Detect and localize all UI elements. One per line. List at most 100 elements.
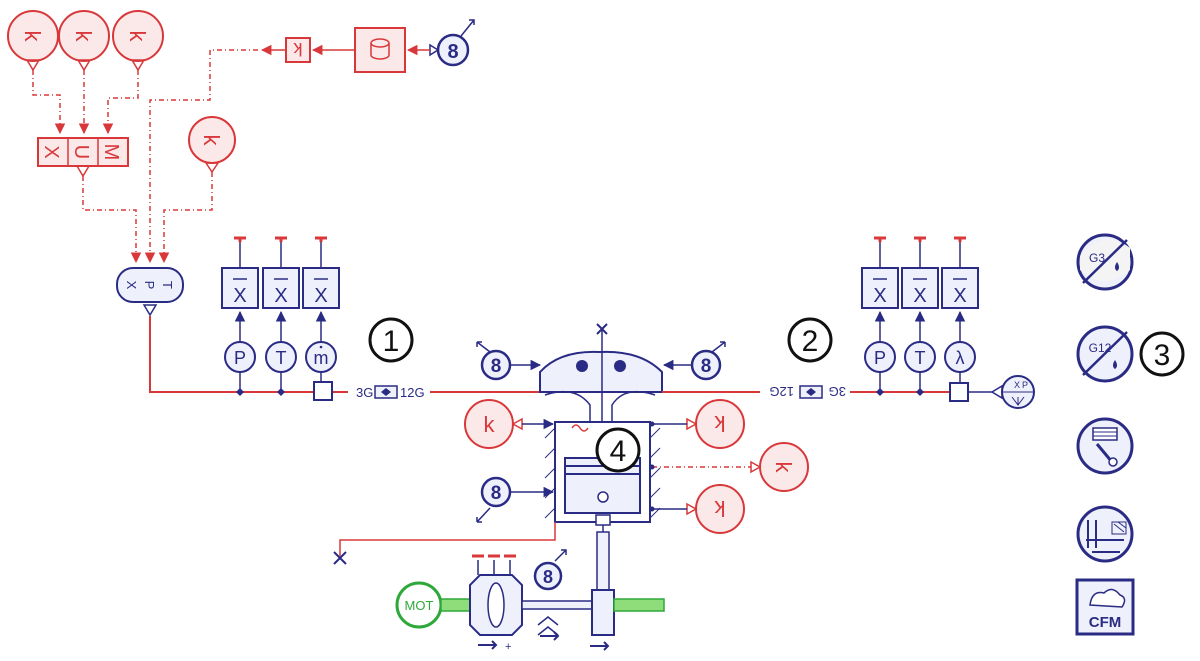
svg-text:8: 8 bbox=[491, 356, 502, 377]
svg-text:U: U bbox=[70, 145, 92, 159]
signal-8-crank[interactable]: 8 bbox=[533, 549, 567, 591]
svg-text:X: X bbox=[953, 285, 966, 307]
svg-text:P: P bbox=[1022, 380, 1028, 390]
svg-text:X: X bbox=[1014, 380, 1020, 390]
svg-text:X: X bbox=[40, 145, 62, 158]
svg-text:T: T bbox=[915, 348, 926, 368]
svg-text:P: P bbox=[234, 348, 246, 368]
exhaust-junction[interactable] bbox=[949, 382, 969, 402]
signal-8-top[interactable]: 8 bbox=[429, 19, 475, 67]
blowby-line bbox=[339, 522, 556, 556]
k-sensor-cyl-right-1[interactable]: k bbox=[649, 399, 745, 449]
k-sensor-cyl-right-3[interactable]: k bbox=[649, 484, 745, 534]
k-to-mux-lines bbox=[32, 70, 139, 135]
flywheel-clutch[interactable]: + bbox=[469, 554, 523, 653]
callout-3: 3 bbox=[1139, 331, 1185, 377]
k-sensor-1[interactable]: k bbox=[7, 10, 59, 72]
svg-text:X: X bbox=[233, 285, 246, 307]
mux-block[interactable]: X U M bbox=[37, 137, 129, 178]
svg-text:4: 4 bbox=[610, 435, 627, 468]
signal-8-head-left[interactable]: 8 bbox=[476, 341, 542, 381]
svg-text:CFM: CFM bbox=[1089, 614, 1122, 631]
svg-text:k: k bbox=[714, 411, 726, 436]
svg-text:3G: 3G bbox=[356, 385, 373, 400]
cylinder-head[interactable] bbox=[539, 323, 663, 425]
svg-text:P: P bbox=[874, 348, 886, 368]
svg-text:k: k bbox=[771, 462, 796, 474]
k-sensor-cyl-right-2[interactable]: k bbox=[649, 442, 809, 492]
svg-text:T: T bbox=[276, 348, 287, 368]
intake-mdot-sensor[interactable]: m bbox=[305, 341, 337, 385]
line-mux-to-tpx bbox=[82, 176, 142, 264]
svg-text:MOT: MOT bbox=[405, 598, 434, 613]
svg-text:8: 8 bbox=[701, 356, 712, 377]
direction-arrow-1 bbox=[540, 631, 560, 641]
intake-display-t[interactable]: X bbox=[262, 236, 300, 342]
svg-text:k: k bbox=[199, 135, 224, 147]
piston-pin-icon[interactable] bbox=[1076, 417, 1134, 475]
k-sensor-cyl-left[interactable]: k bbox=[464, 399, 555, 449]
intake-junction[interactable] bbox=[313, 381, 333, 401]
intake-sensor-group: P T m X X bbox=[221, 236, 340, 396]
svg-text:k: k bbox=[20, 31, 45, 43]
svg-text:M: M bbox=[100, 144, 122, 161]
intake-t-sensor[interactable]: T bbox=[265, 341, 297, 396]
crankshaft[interactable] bbox=[521, 600, 593, 610]
svg-text:2: 2 bbox=[802, 325, 819, 358]
svg-text:k: k bbox=[293, 39, 303, 59]
signal-8-cyl[interactable]: 8 bbox=[476, 476, 555, 523]
svg-text:G3: G3 bbox=[1089, 251, 1105, 265]
cylinder-wall-icon[interactable] bbox=[1076, 505, 1134, 563]
blowby-end bbox=[333, 551, 347, 565]
database-block[interactable] bbox=[354, 27, 406, 73]
intake-pipe bbox=[149, 316, 314, 393]
gain-k-block[interactable]: k bbox=[285, 37, 311, 63]
crank-web[interactable] bbox=[590, 589, 665, 651]
callout-4: 4 bbox=[595, 427, 641, 473]
exhaust-sensor-group: P T λ X X bbox=[861, 236, 979, 396]
svg-text:k: k bbox=[714, 496, 726, 521]
k-sensor-2[interactable]: k bbox=[58, 10, 110, 72]
exhaust-px-boundary[interactable]: X P bbox=[990, 375, 1035, 409]
signal-8-head-right[interactable]: 8 bbox=[662, 341, 726, 381]
exhaust-p-sensor[interactable]: P bbox=[864, 341, 896, 396]
svg-text:8: 8 bbox=[543, 567, 553, 587]
exhaust-display-p[interactable]: X bbox=[861, 236, 899, 342]
exhaust-lambda-sensor[interactable]: λ bbox=[944, 341, 976, 383]
exhaust-display-t[interactable]: X bbox=[901, 236, 939, 342]
svg-text:+: + bbox=[505, 641, 511, 653]
callout-2: 2 bbox=[787, 317, 833, 363]
exhaust-valve-element[interactable]: 12G 3G bbox=[769, 384, 846, 399]
svg-text:λ: λ bbox=[956, 348, 965, 368]
svg-text:T: T bbox=[160, 281, 175, 289]
svg-text:G12: G12 bbox=[1089, 341, 1112, 355]
svg-text:k: k bbox=[484, 412, 496, 437]
line-k4-to-tpx bbox=[158, 172, 213, 264]
callout-1: 1 bbox=[368, 317, 414, 363]
k-sensor-4[interactable]: k bbox=[188, 116, 236, 174]
svg-text:X: X bbox=[124, 281, 139, 290]
cfm-icon[interactable]: CFM bbox=[1075, 578, 1135, 636]
svg-text:12G: 12G bbox=[400, 385, 425, 400]
svg-text:P: P bbox=[142, 281, 157, 290]
motor[interactable]: MOT bbox=[395, 581, 443, 629]
burn-g12-icon[interactable]: G12 bbox=[1076, 325, 1134, 383]
tpx-reservoir[interactable]: X P T bbox=[116, 267, 184, 317]
svg-text:3: 3 bbox=[1154, 339, 1171, 372]
svg-text:8: 8 bbox=[491, 483, 502, 504]
intake-display-p[interactable]: X bbox=[221, 236, 259, 342]
svg-text:8: 8 bbox=[447, 41, 458, 63]
intake-valve-element[interactable]: 3G 12G bbox=[356, 385, 425, 400]
k-sensor-3[interactable]: k bbox=[112, 10, 164, 72]
svg-text:X: X bbox=[274, 285, 287, 307]
svg-text:1: 1 bbox=[383, 325, 400, 358]
exhaust-t-sensor[interactable]: T bbox=[904, 341, 936, 396]
svg-text:X: X bbox=[913, 285, 926, 307]
line-k-to-tpx bbox=[144, 49, 258, 264]
exhaust-display-lambda[interactable]: X bbox=[941, 236, 979, 342]
burn-g3-icon[interactable]: G3 bbox=[1076, 233, 1134, 291]
intake-p-sensor[interactable]: P bbox=[224, 341, 256, 396]
intake-display-m[interactable]: X bbox=[302, 236, 340, 342]
